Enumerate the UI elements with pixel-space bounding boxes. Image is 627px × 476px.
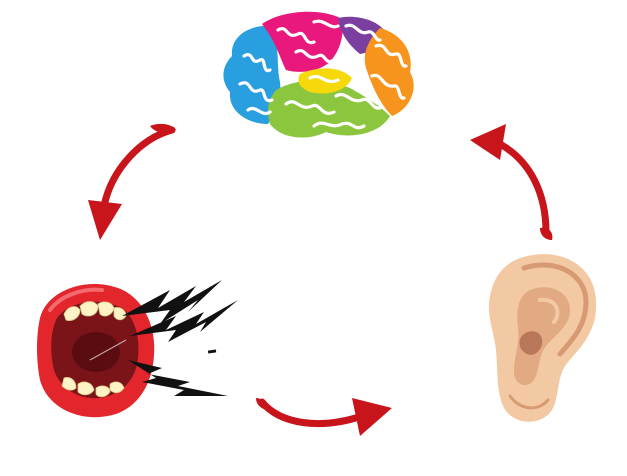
- shouting-mouth-icon: [37, 283, 155, 418]
- ear-icon: [488, 254, 597, 422]
- arrow-ear-to-brain: [470, 124, 553, 240]
- arrow-brain-to-mouth: [88, 123, 176, 240]
- sound-waves-icon: [122, 280, 238, 396]
- arrow-mouth-to-ear: [256, 398, 392, 436]
- brain-icon: [223, 9, 414, 138]
